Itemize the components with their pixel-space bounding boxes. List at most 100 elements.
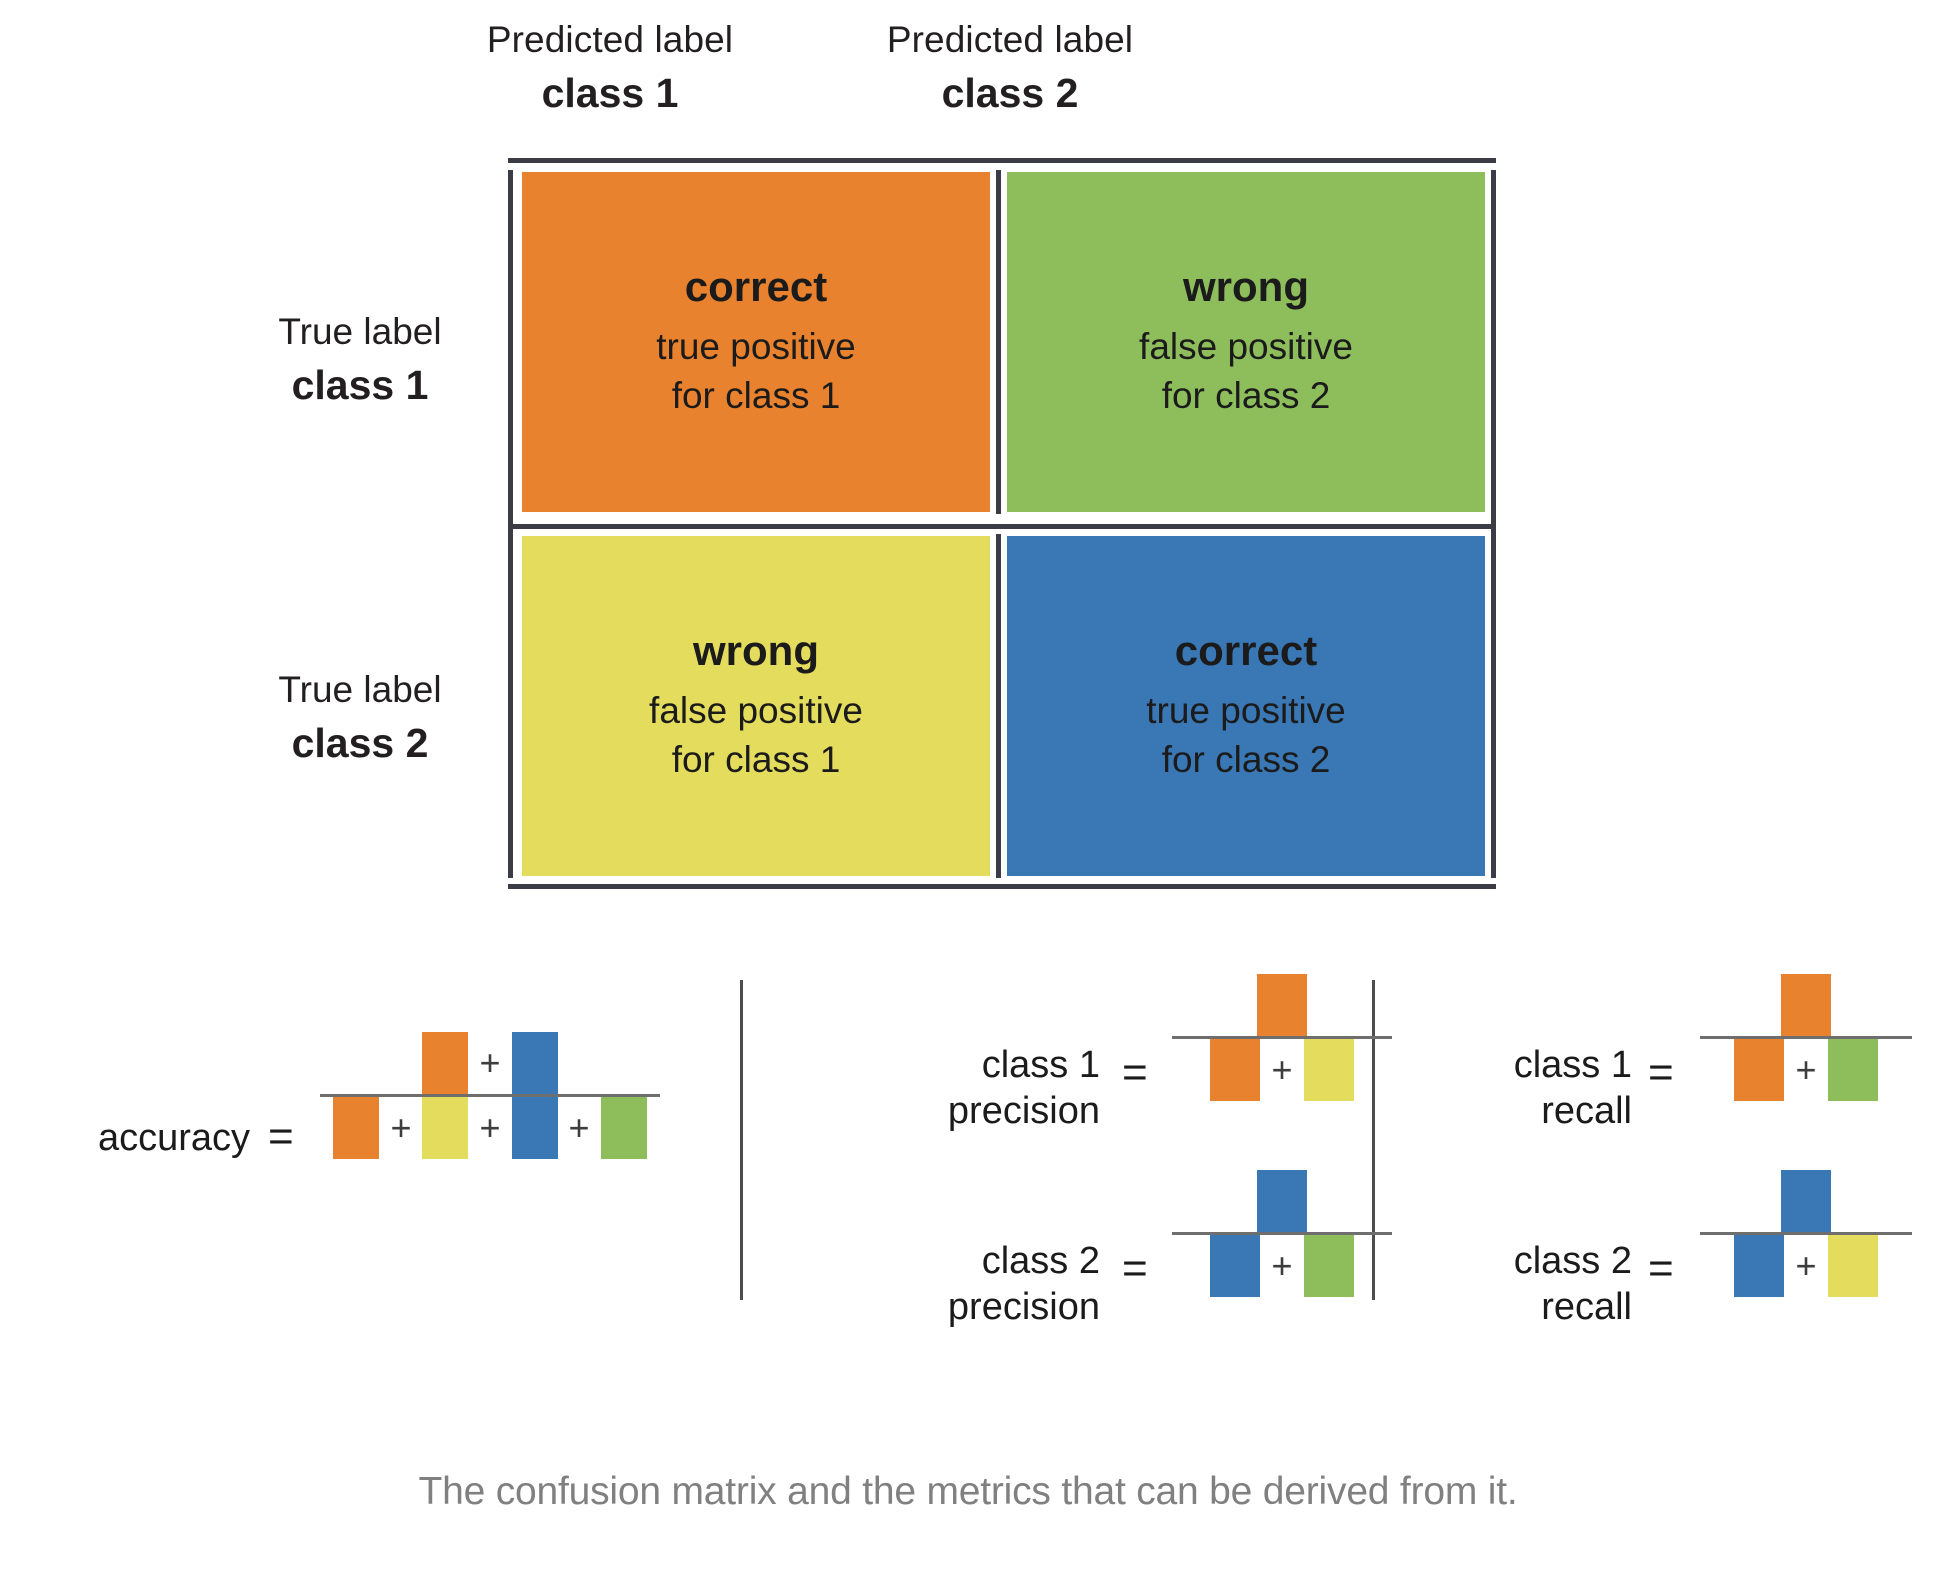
cell-detail-line-2: for class 2 xyxy=(1161,739,1331,781)
denominator-accuracy: + + + xyxy=(320,1097,660,1159)
denominator-class-1-recall: + xyxy=(1700,1039,1912,1101)
fraction-bar xyxy=(320,1094,660,1097)
cell-detail-line-2: for class 1 xyxy=(671,375,841,417)
row-header-class-2-bottom: class 2 xyxy=(291,719,429,766)
matrix-cell-true-positive-class-1[interactable]: correct true positive for class 1 xyxy=(522,172,990,512)
denominator-class-1-precision: + xyxy=(1172,1039,1392,1101)
matrix-rule-bottom xyxy=(508,884,1496,889)
swatch-orange xyxy=(1781,974,1831,1036)
fraction-bar xyxy=(1172,1036,1392,1039)
fraction-class-2-precision: + xyxy=(1172,1170,1392,1297)
equals-class-2-recall: = xyxy=(1648,1244,1674,1293)
matrix-rule-top xyxy=(508,158,1496,163)
denominator-class-2-recall: + xyxy=(1700,1235,1912,1297)
metric-label-class-1-precision: class 1 precision xyxy=(810,1042,1100,1135)
row-header-class-2: True label class 2 xyxy=(150,668,570,767)
swatch-blue xyxy=(1781,1170,1831,1232)
equals-class-1-recall: = xyxy=(1648,1048,1674,1097)
metric-label-line-2: recall xyxy=(1541,1286,1632,1329)
metric-label-class-2-precision: class 2 precision xyxy=(810,1238,1100,1331)
column-header-class-2-bottom: class 2 xyxy=(941,69,1079,116)
figure-caption: The confusion matrix and the metrics tha… xyxy=(418,1470,1518,1513)
cell-detail-line-1: false positive xyxy=(1139,325,1353,367)
matrix-rule-col-bottom xyxy=(996,534,1001,878)
plus-sign: + xyxy=(479,1042,501,1083)
fraction-accuracy: + + + + xyxy=(320,1032,660,1159)
plus-sign: + xyxy=(1271,1049,1293,1090)
cell-detail-line-1: false positive xyxy=(649,689,863,731)
numerator-class-2-precision xyxy=(1172,1170,1392,1232)
metrics-figure: accuracy = + + + + class 1 precision = + c… xyxy=(0,960,1936,1390)
confusion-matrix-figure: Predicted label class 1 Predicted label … xyxy=(150,18,1496,889)
metric-label-line-1: class 2 xyxy=(981,1240,1100,1282)
equals-accuracy: = xyxy=(268,1112,294,1161)
swatch-green xyxy=(1827,1039,1878,1101)
numerator-accuracy: + xyxy=(320,1032,660,1094)
numerator-class-1-precision xyxy=(1172,974,1392,1036)
column-header-class-1-bottom: class 1 xyxy=(541,69,679,116)
matrix-rule-left xyxy=(508,170,513,878)
swatch-green xyxy=(1303,1235,1354,1297)
numerator-class-1-recall xyxy=(1700,974,1912,1036)
metric-label-line-1: class 2 xyxy=(1513,1240,1632,1282)
fraction-bar xyxy=(1700,1036,1912,1039)
swatch-green xyxy=(600,1097,647,1159)
fraction-bar xyxy=(1172,1232,1392,1235)
fraction-bar xyxy=(1700,1232,1912,1235)
swatch-blue xyxy=(1210,1235,1261,1297)
metric-label-line-1: accuracy xyxy=(97,1117,250,1159)
metric-label-line-2: precision xyxy=(947,1286,1100,1329)
column-header-class-2: Predicted label class 2 xyxy=(775,18,1245,117)
denominator-class-2-precision: + xyxy=(1172,1235,1392,1297)
swatch-yellow xyxy=(1303,1039,1354,1101)
row-header-class-2-top: True label xyxy=(278,669,442,710)
cell-detail-line-2: for class 1 xyxy=(671,739,841,781)
matrix-rule-right xyxy=(1491,170,1496,878)
swatch-orange xyxy=(422,1032,469,1094)
panel-divider-left xyxy=(740,980,743,1300)
metric-label-accuracy: accuracy xyxy=(20,1115,250,1161)
fraction-class-1-recall: + xyxy=(1700,974,1912,1101)
plus-sign: + xyxy=(1795,1245,1817,1286)
column-header-class-2-top: Predicted label xyxy=(886,19,1134,60)
equals-class-2-precision: = xyxy=(1122,1244,1148,1293)
cell-verdict: wrong xyxy=(693,626,819,674)
metric-label-line-2: precision xyxy=(947,1090,1100,1133)
matrix-cell-false-positive-class-1[interactable]: wrong false positive for class 1 xyxy=(522,536,990,876)
swatch-blue xyxy=(511,1097,558,1159)
cell-verdict: wrong xyxy=(1183,262,1309,310)
cell-detail-line-1: true positive xyxy=(1146,689,1346,731)
metric-label-class-1-recall: class 1 recall xyxy=(1432,1042,1632,1135)
swatch-yellow xyxy=(1827,1235,1878,1297)
metric-label-class-2-recall: class 2 recall xyxy=(1432,1238,1632,1331)
fraction-class-2-recall: + xyxy=(1700,1170,1912,1297)
matrix-cell-true-positive-class-2[interactable]: correct true positive for class 2 xyxy=(1007,536,1485,876)
cell-detail-line-1: true positive xyxy=(656,325,856,367)
row-header-class-1: True label class 1 xyxy=(150,310,570,409)
matrix-cell-false-positive-class-2[interactable]: wrong false positive for class 2 xyxy=(1007,172,1485,512)
row-header-class-1-top: True label xyxy=(278,311,442,352)
plus-sign: + xyxy=(390,1107,412,1148)
metric-label-line-1: class 1 xyxy=(1513,1044,1632,1086)
swatch-orange xyxy=(1210,1039,1261,1101)
matrix-rule-col-top xyxy=(996,170,1001,514)
matrix-rule-middle xyxy=(508,524,1496,529)
swatch-yellow xyxy=(422,1097,469,1159)
row-header-class-1-bottom: class 1 xyxy=(291,361,429,408)
swatch-blue xyxy=(511,1032,558,1094)
equals-class-1-precision: = xyxy=(1122,1048,1148,1097)
cell-verdict: correct xyxy=(1174,626,1318,674)
swatch-orange xyxy=(333,1097,380,1159)
column-header-class-1-top: Predicted label xyxy=(486,19,734,60)
swatch-blue xyxy=(1257,1170,1307,1232)
swatch-orange xyxy=(1257,974,1307,1036)
plus-sign: + xyxy=(479,1107,501,1148)
plus-sign: + xyxy=(568,1107,590,1148)
cell-detail-line-2: for class 2 xyxy=(1161,375,1331,417)
swatch-orange xyxy=(1734,1039,1785,1101)
column-header-class-1: Predicted label class 1 xyxy=(375,18,845,117)
plus-sign: + xyxy=(1795,1049,1817,1090)
numerator-class-2-recall xyxy=(1700,1170,1912,1232)
panel-divider-right xyxy=(1372,980,1375,1300)
fraction-class-1-precision: + xyxy=(1172,974,1392,1101)
